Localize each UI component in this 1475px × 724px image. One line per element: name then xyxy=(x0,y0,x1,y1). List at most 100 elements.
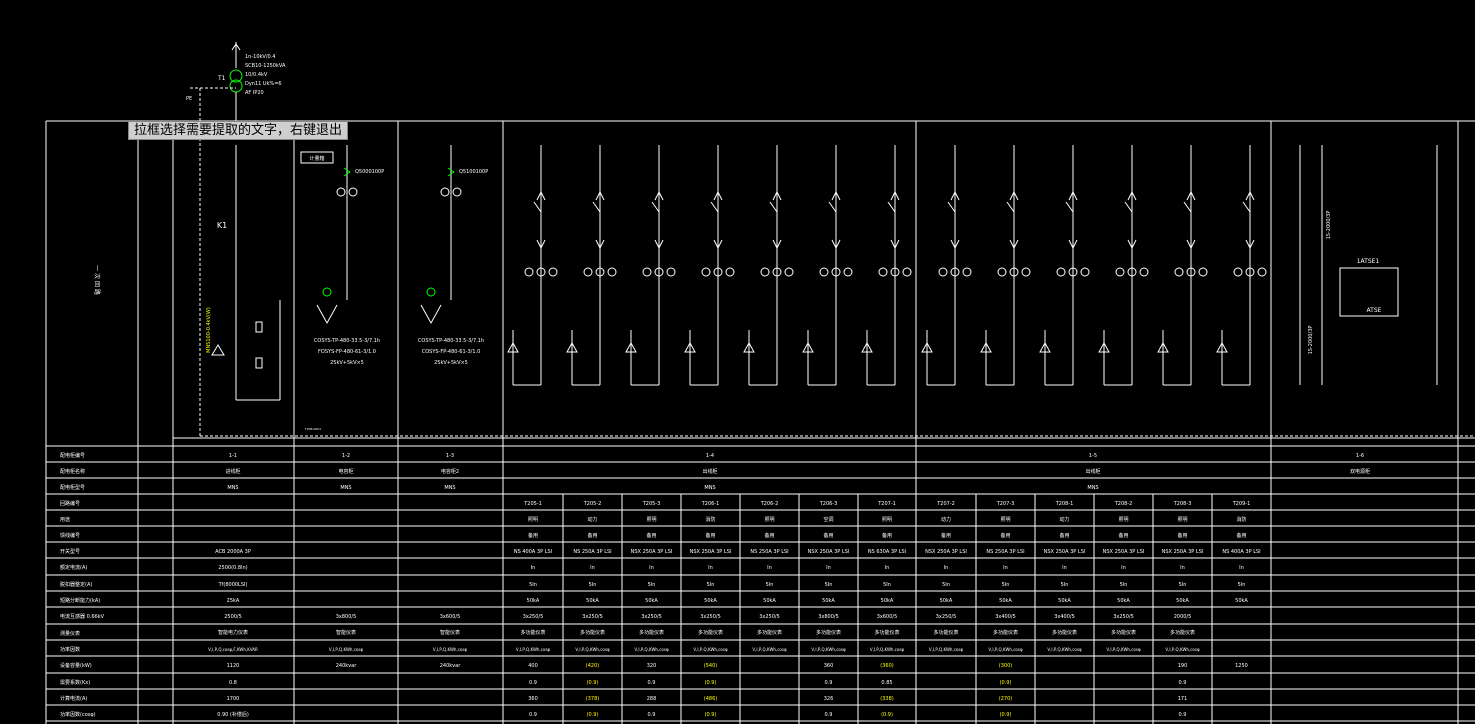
row-label: 设备容量(kW) xyxy=(60,662,92,669)
ct-symbol xyxy=(784,267,794,277)
breaker-symbol xyxy=(769,201,778,213)
cos-phi: (0.9) xyxy=(881,712,893,718)
panel-no: 1-2 xyxy=(342,453,350,459)
transformer-spec-line: 1n-10kV/0.4 xyxy=(245,54,275,60)
circuit-use: 照明 xyxy=(882,517,892,523)
ct-symbol xyxy=(583,267,593,277)
meter: 多功能仪表 xyxy=(1111,629,1136,636)
circuit-use: 照明 xyxy=(1000,517,1010,523)
row-label: 用途 xyxy=(60,516,70,523)
circuit-feeder: 备用 xyxy=(1177,532,1187,539)
breaker-symbol xyxy=(533,201,542,213)
arrester-symbol xyxy=(1216,341,1228,353)
cos-phi: 0.9 xyxy=(1179,712,1187,718)
ct-symbol xyxy=(595,267,605,277)
circuit-no: T207-3 xyxy=(996,501,1015,507)
meter-params: V,I,P,Q,KWh,cosφ xyxy=(988,647,1023,652)
meter: 多功能仪表 xyxy=(1170,629,1195,636)
capacitor-symbol xyxy=(316,304,338,325)
meter-params: V,I,P,Q,KWh,cosφ xyxy=(329,647,364,652)
capacitor-symbol xyxy=(322,287,332,297)
ct-symbol xyxy=(725,267,735,277)
circuit-feeder: 备用 xyxy=(528,532,538,539)
meter: 多功能仪表 xyxy=(757,629,782,636)
panel-name: 进线柜 xyxy=(225,468,240,475)
meter-box-label: 计量箱 xyxy=(309,155,324,162)
section-label: 一 次 回 路 xyxy=(93,265,101,295)
load-kw: 240kvar xyxy=(440,663,461,669)
capacitor-spec: COSYS-FP-480-61-3/1.0 xyxy=(422,349,481,355)
load-kw: 1120 xyxy=(227,663,240,669)
meter-params: V,I,P,Q,KWh,cosφ xyxy=(693,647,728,652)
capacitor-spec: 25kV+5kV×5 xyxy=(330,360,364,366)
arrester-symbol xyxy=(684,341,696,353)
ct-symbol xyxy=(772,267,782,277)
calc-current: (378) xyxy=(586,696,599,702)
kx-value: 0.9 xyxy=(1179,680,1187,686)
load-kw: (300) xyxy=(999,663,1012,669)
ct-ratio: 3x250/5 xyxy=(641,614,662,620)
rated-current: In xyxy=(1003,565,1008,571)
ct-symbol xyxy=(1186,267,1196,277)
resistor-symbol xyxy=(255,321,263,333)
ct-symbol xyxy=(843,267,853,277)
breaker-type: NS 250A 3P LSI xyxy=(573,549,611,555)
breaker-type: ACB 2000A 3P xyxy=(215,549,251,555)
circuit-feeder: 备用 xyxy=(764,532,774,539)
rated-current: 2500(0.8In) xyxy=(218,565,247,571)
breaker-type: NSX 250A 3P LSI xyxy=(1103,549,1145,555)
breaking-capacity: 50kA xyxy=(1117,598,1130,604)
cos-phi: 0.9 xyxy=(825,712,833,718)
rated-current: In xyxy=(590,565,595,571)
capacitor-spec: 25kV+5kV×5 xyxy=(434,360,468,366)
breaker-symbol xyxy=(947,201,956,213)
kx-value: 0.9 xyxy=(648,680,656,686)
kx-value: 0.85 xyxy=(881,680,892,686)
breaking-capacity: 50kA xyxy=(645,598,658,604)
cos-phi: (0.9) xyxy=(705,712,717,718)
circuit-feeder: 备用 xyxy=(646,532,656,539)
circuit-no: T205-1 xyxy=(523,501,542,507)
trip-setting: 5In xyxy=(648,582,656,588)
ats-box xyxy=(1339,267,1399,317)
breaker-symbol xyxy=(710,201,719,213)
circuit-use: 照明 xyxy=(1118,517,1128,523)
row-label: 开关型号 xyxy=(60,548,80,555)
circuit-feeder: 备用 xyxy=(1000,532,1010,539)
kx-value: (0.9) xyxy=(705,680,717,686)
trip-setting: 5In xyxy=(707,582,715,588)
ct-ratio: 3x800/5 xyxy=(818,614,839,620)
rated-current: In xyxy=(1180,565,1185,571)
kx-value: (0.9) xyxy=(587,680,599,686)
resistor-symbol xyxy=(255,357,263,369)
ct-ratio: 3x400/5 xyxy=(995,614,1016,620)
pe-label: PE xyxy=(186,96,192,102)
circuit-no: T208-1 xyxy=(1055,501,1074,507)
panel-no: 1-6 xyxy=(1356,453,1364,459)
ct-symbol xyxy=(524,267,534,277)
row-label: 短路分断能力(kA) xyxy=(60,597,100,604)
cos-phi: (0.9) xyxy=(1000,712,1012,718)
schematic-symbols: K1MNS100-0.4kV(W)计量箱Q5000100PCOSYS-TP-48… xyxy=(206,145,1438,431)
isolator-symbol xyxy=(1009,239,1019,250)
ct-symbol xyxy=(1139,267,1149,277)
trip-setting: 5In xyxy=(1120,582,1128,588)
isolator-symbol xyxy=(831,239,841,250)
isolator-symbol xyxy=(772,239,782,250)
transformer-tag: T1 xyxy=(217,75,226,82)
arrester-symbol xyxy=(625,341,637,353)
breaker-symbol xyxy=(447,167,455,177)
arrester-symbol xyxy=(802,341,814,353)
panel-no: 1-1 xyxy=(229,453,237,459)
meter-params: V,I,P,Q,KWh,cosφ xyxy=(811,647,846,652)
isolator-symbol xyxy=(1245,239,1255,250)
panel-name: 双电源柜 xyxy=(1350,468,1370,475)
breaking-capacity: 50kA xyxy=(1235,598,1248,604)
panel-type: MNS xyxy=(227,485,238,491)
ct-ratio: 3x400/5 xyxy=(1054,614,1075,620)
circuit-feeder: 备用 xyxy=(823,532,833,539)
ct-symbol xyxy=(1127,267,1137,277)
row-label: 测量仪表 xyxy=(60,630,80,637)
trip-setting: Tf(8000LSI) xyxy=(218,582,248,588)
